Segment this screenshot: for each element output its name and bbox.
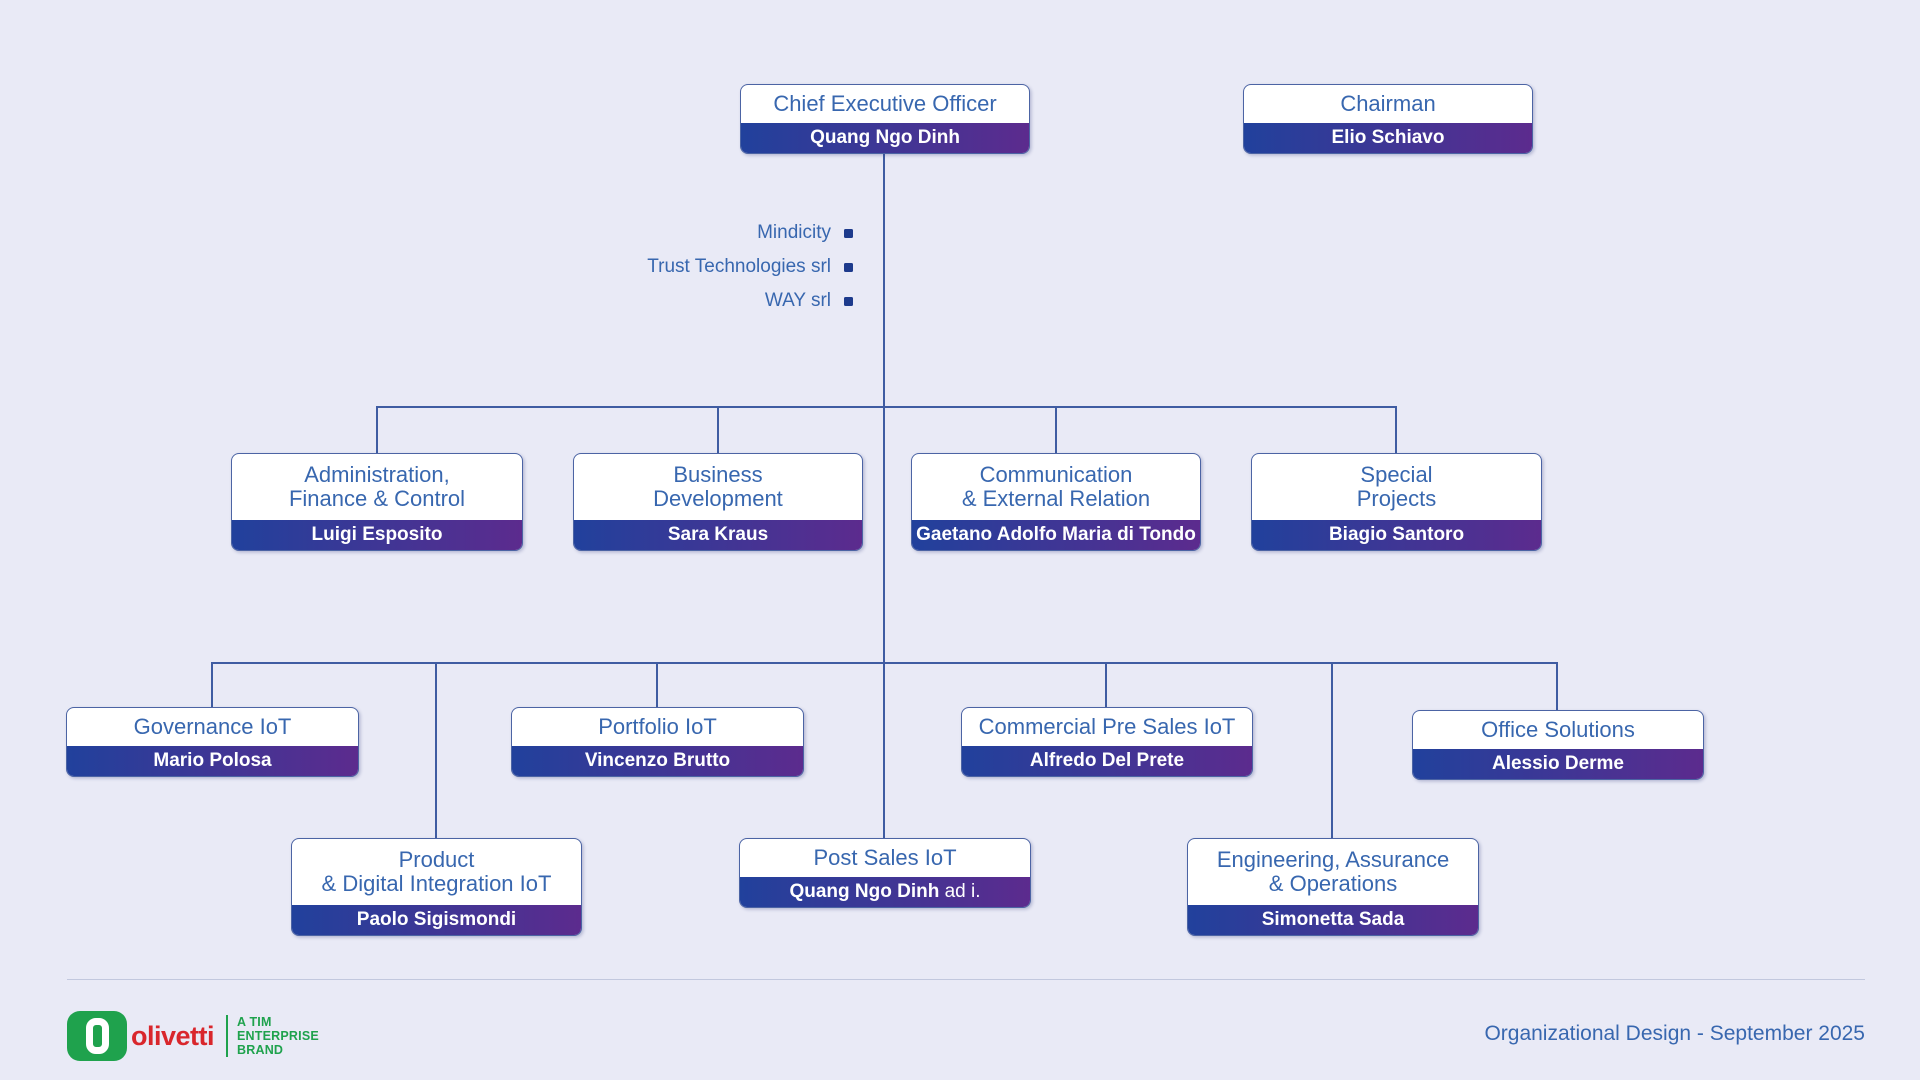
person-name: Alessio Derme [1491, 753, 1624, 774]
tagline-line: ENTERPRISE [237, 1029, 319, 1043]
olivetti-wordmark: olivetti [131, 1020, 215, 1051]
org-box-name-bar: Sara Kraus [574, 520, 862, 550]
org-box-name-bar: Paolo Sigismondi [292, 905, 581, 935]
org-box-title: Special Projects [1356, 462, 1437, 511]
org-box-title: Administration, Finance & Control [288, 462, 466, 511]
org-box-name-bar: Vincenzo Brutto [512, 746, 803, 776]
square-bullet-icon [844, 262, 853, 272]
org-box-name-bar: Quang Ngo Dinh [741, 123, 1029, 153]
person-name: Gaetano Adolfo Maria di Tondo [916, 524, 1196, 545]
tagline-line: A TIM [237, 1015, 272, 1029]
footer-note: Organizational Design - September 2025 [1484, 1022, 1865, 1045]
connector-stub-comm [1055, 406, 1057, 453]
org-box-special-projects: Special Projects Biagio Santoro [1251, 453, 1542, 551]
org-box-product-digital-integration-iot: Product & Digital Integration IoT Paolo … [291, 838, 582, 936]
connector-stub-commercial [1105, 662, 1107, 707]
person-name: Quang Ngo Dinh [789, 881, 940, 902]
subsidiary-label: Trust Technologies srl [647, 256, 831, 277]
org-box-title: Portfolio IoT [598, 714, 717, 739]
org-box-business-development: Business Development Sara Kraus [573, 453, 863, 551]
org-box-name-bar: Elio Schiavo [1244, 123, 1532, 153]
person-name-suffix: ad i. [939, 881, 981, 902]
org-box-name-bar: Simonetta Sada [1188, 905, 1478, 935]
subsidiary-item: WAY srl [540, 284, 853, 318]
org-box-title: Communication & External Relation [961, 462, 1151, 511]
olivetti-logo-icon [67, 1011, 127, 1061]
org-box-ceo: Chief Executive Officer Quang Ngo Dinh [740, 84, 1030, 154]
org-box-name-bar: Luigi Esposito [232, 520, 522, 550]
org-box-post-sales-iot: Post Sales IoT Quang Ngo Dinh ad i. [739, 838, 1031, 908]
org-box-name-bar: Gaetano Adolfo Maria di Tondo [912, 520, 1200, 550]
connector-row3-horizontal [211, 662, 1557, 664]
org-box-name-bar: Alfredo Del Prete [962, 746, 1252, 776]
connector-stub-engineering [1331, 662, 1333, 838]
connector-stub-office [1556, 662, 1558, 710]
org-box-title: Business Development [653, 462, 783, 511]
org-box-chairman: Chairman Elio Schiavo [1243, 84, 1533, 154]
org-box-title: Engineering, Assurance & Operations [1216, 847, 1450, 896]
org-box-title: Governance IoT [133, 714, 292, 739]
subsidiaries-list: Mindicity Trust Technologies srl WAY srl [540, 216, 853, 318]
person-name: Alfredo Del Prete [1029, 750, 1185, 771]
org-box-name-bar: Quang Ngo Dinh ad i. [740, 877, 1030, 907]
person-name: Simonetta Sada [1261, 909, 1405, 930]
org-box-title: Chief Executive Officer [773, 91, 997, 116]
connector-ceo-vertical [883, 150, 885, 838]
org-box-office-solutions: Office Solutions Alessio Derme [1412, 710, 1704, 780]
square-bullet-icon [844, 296, 853, 306]
org-box-commercial-pre-sales-iot: Commercial Pre Sales IoT Alfredo Del Pre… [961, 707, 1253, 777]
org-box-title: Office Solutions [1481, 717, 1635, 742]
person-name: Vincenzo Brutto [584, 750, 731, 771]
org-box-name-bar: Alessio Derme [1413, 749, 1703, 779]
connector-stub-special [1395, 406, 1397, 453]
org-box-name-bar: Biagio Santoro [1252, 520, 1541, 550]
org-box-engineering-assurance-operations: Engineering, Assurance & Operations Simo… [1187, 838, 1479, 936]
org-box-administration-finance-control: Administration, Finance & Control Luigi … [231, 453, 523, 551]
connector-stub-product [435, 662, 437, 838]
logo-separator [226, 1015, 229, 1057]
connector-stub-bizdev [717, 406, 719, 453]
olivetti-o-glyph [85, 1018, 109, 1054]
connector-stub-governance [211, 662, 213, 707]
tagline-line: BRAND [237, 1043, 284, 1057]
subsidiary-item: Mindicity [540, 216, 853, 250]
subsidiary-label: WAY srl [764, 290, 831, 311]
person-name: Luigi Esposito [311, 524, 443, 545]
square-bullet-icon [844, 228, 853, 238]
org-box-title: Chairman [1340, 91, 1436, 116]
person-name: Biagio Santoro [1328, 524, 1465, 545]
person-name: Paolo Sigismondi [356, 909, 517, 930]
person-name: Mario Polosa [153, 750, 272, 771]
footer-divider [67, 979, 1865, 980]
connector-row2-horizontal [376, 406, 1396, 408]
org-box-portfolio-iot: Portfolio IoT Vincenzo Brutto [511, 707, 804, 777]
olivetti-logo: olivetti A TIM ENTERPRISE BRAND [67, 1010, 319, 1062]
org-box-name-bar: Mario Polosa [67, 746, 358, 776]
subsidiary-label: Mindicity [757, 222, 831, 243]
org-box-title: Commercial Pre Sales IoT [978, 714, 1236, 739]
tim-brand-tagline: A TIM ENTERPRISE BRAND [237, 1015, 319, 1057]
connector-stub-admin [376, 406, 378, 453]
org-box-title: Product & Digital Integration IoT [321, 847, 552, 896]
org-box-communication-external-relation: Communication & External Relation Gaetan… [911, 453, 1201, 551]
person-name: Sara Kraus [667, 524, 769, 545]
connector-stub-portfolio [656, 662, 658, 707]
person-name: Elio Schiavo [1331, 127, 1445, 148]
person-name: Quang Ngo Dinh [810, 127, 960, 148]
org-box-title: Post Sales IoT [813, 845, 957, 870]
org-box-governance-iot: Governance IoT Mario Polosa [66, 707, 359, 777]
subsidiary-item: Trust Technologies srl [540, 250, 853, 284]
